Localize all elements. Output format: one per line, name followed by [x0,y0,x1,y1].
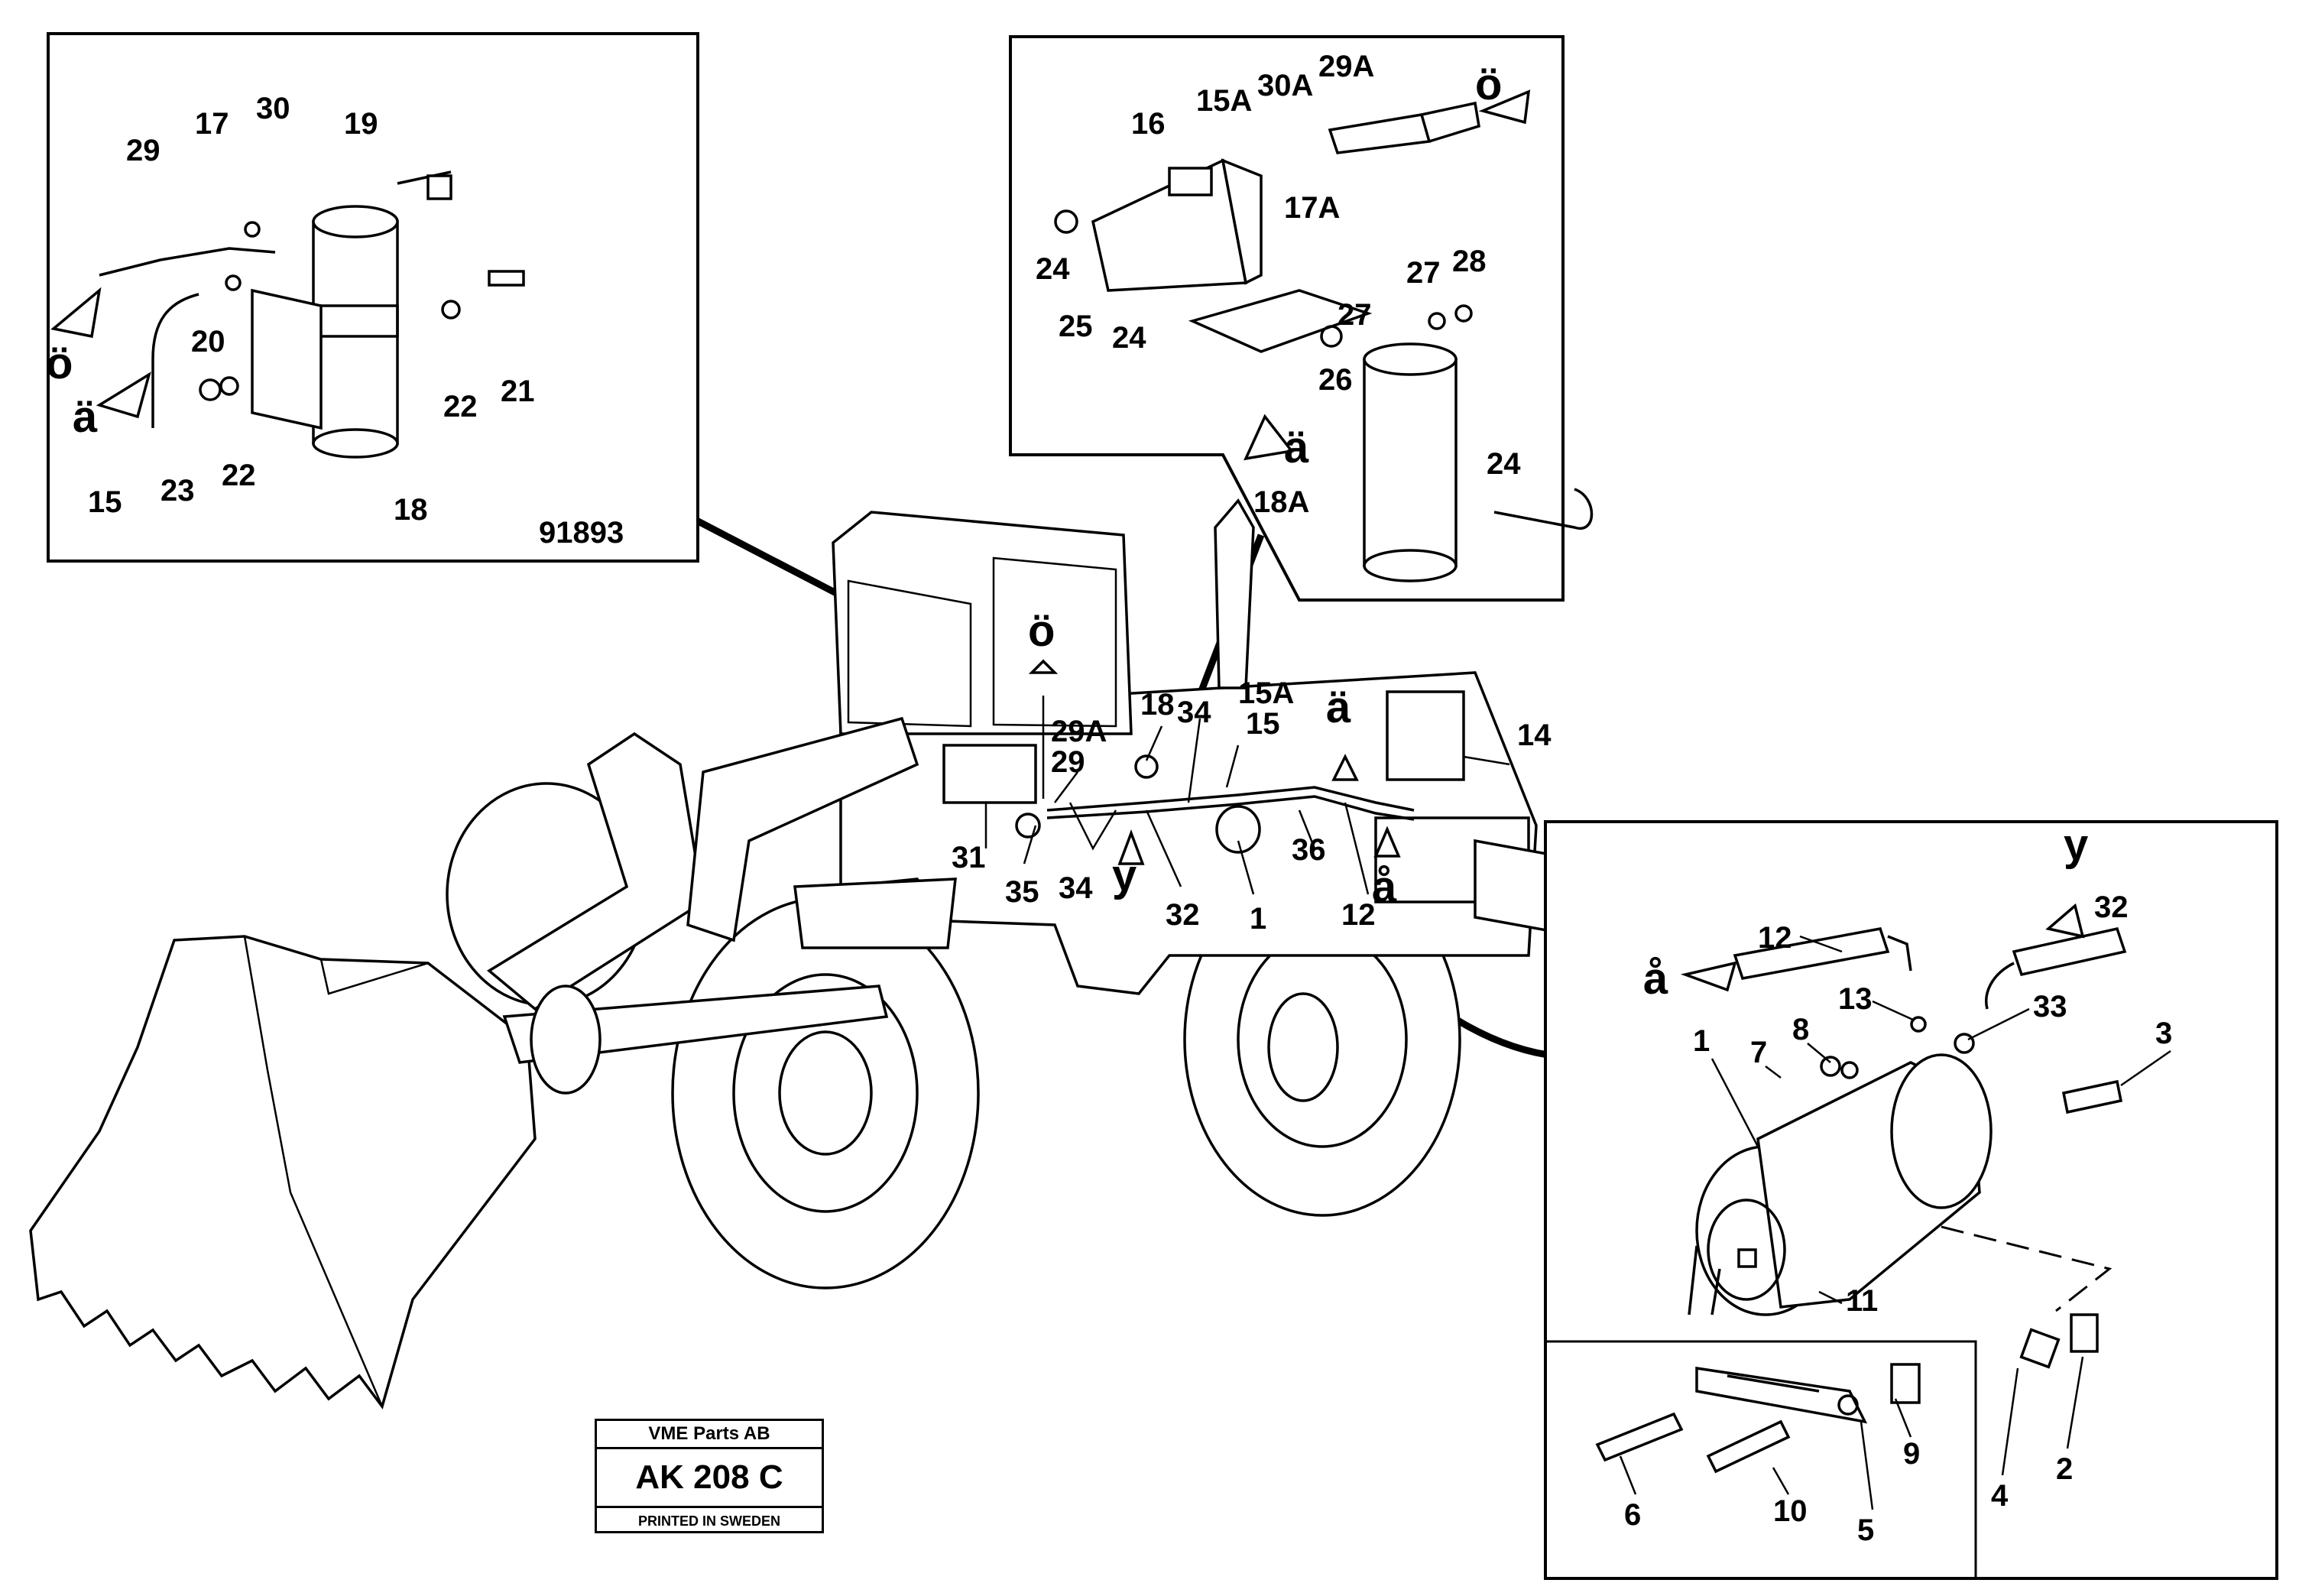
compressor-small [1215,805,1261,854]
label-27-b: 27 [1406,256,1441,290]
component-31 [942,744,1037,804]
label-21: 21 [501,375,535,408]
label-13: 13 [1838,982,1873,1016]
label-16: 16 [1131,107,1166,141]
label-29-main: 29 [1051,745,1085,779]
label-15a-main: 15A [1238,676,1294,710]
label-7: 7 [1750,1036,1767,1069]
stamp-code: AK 208 C [597,1449,822,1508]
arrow-o-umlaut-b: ö [1475,60,1502,109]
inset-bracket [1009,35,1594,602]
label-27: 27 [1338,298,1372,332]
stamp-printed: PRINTED IN SWEDEN [637,1513,780,1529]
cab [832,511,1133,735]
arrow-a-umlaut-a: ä [73,392,98,442]
label-29-a: 29 [126,134,161,167]
inset-compressor [1544,820,2278,1580]
arrow-y-main: y [1112,851,1137,900]
arrow-a-ring-main: å [1372,862,1397,912]
label-25: 25 [1059,310,1093,343]
stamp-company: VME Parts AB [597,1421,822,1449]
label-18-main: 18 [1140,688,1175,722]
label-18: 18 [394,493,428,527]
arrow-a-ring-c: å [1643,954,1668,1004]
arrow-y-c: y [2064,820,2088,870]
label-30a: 30A [1257,69,1313,102]
boom-arm [487,732,705,1011]
label-2: 2 [2056,1452,2073,1486]
label-29a-b: 29A [1318,50,1374,83]
arrow-a-umlaut-b: ä [1284,423,1309,472]
label-24-b: 24 [1112,321,1146,355]
label-1-main: 1 [1250,902,1266,936]
label-12-main: 12 [1341,898,1376,932]
label-34-a: 34 [1177,696,1211,729]
label-19: 19 [344,107,378,141]
arrow-o-umlaut-a: ö [46,339,73,388]
label-17a: 17A [1284,191,1340,225]
component-14 [1386,690,1465,781]
label-12-c: 12 [1758,921,1792,955]
label-24-a: 24 [1036,252,1070,286]
label-23: 23 [161,474,195,508]
label-32-main: 32 [1166,898,1200,932]
vme-parts-stamp: VME Parts AB AK 208 C PRINTED IN SWEDEN [595,1419,824,1533]
ac-hoses [1046,786,1415,812]
label-22-b: 22 [222,459,256,492]
label-17: 17 [195,107,229,141]
label-29a-main: 29A [1051,715,1107,748]
inset-receiver-dryer [47,32,699,563]
label-3: 3 [2155,1017,2172,1050]
bucket [29,935,537,1409]
label-5: 5 [1857,1513,1874,1547]
label-4: 4 [1991,1479,2009,1513]
label-9: 9 [1903,1437,1920,1471]
label-26: 26 [1318,363,1353,397]
label-36: 36 [1292,833,1326,867]
label-15a-b: 15A [1196,84,1252,118]
label-1-c: 1 [1693,1024,1710,1058]
wheel-loader [29,498,1561,1409]
label-30: 30 [256,92,290,125]
label-33: 33 [2033,990,2067,1023]
label-34-b: 34 [1059,871,1093,905]
arrow-o-umlaut-main: ö [1028,606,1055,656]
label-31: 31 [952,841,986,874]
arrow-a-umlaut-main: ä [1326,683,1351,732]
diagram-ref: 91893 [539,516,624,550]
label-15-a: 15 [88,485,122,519]
label-15-main: 15 [1246,707,1280,741]
label-24-c: 24 [1487,447,1521,481]
label-32-c: 32 [2094,890,2129,924]
label-18a: 18A [1253,485,1309,519]
label-35: 35 [1005,875,1039,909]
label-11: 11 [1846,1284,1878,1318]
label-22-a: 22 [443,390,478,423]
label-8: 8 [1792,1013,1809,1046]
label-10: 10 [1773,1494,1808,1528]
label-6: 6 [1624,1498,1641,1532]
label-14: 14 [1517,719,1552,752]
label-20: 20 [191,325,225,358]
label-28: 28 [1452,245,1487,278]
